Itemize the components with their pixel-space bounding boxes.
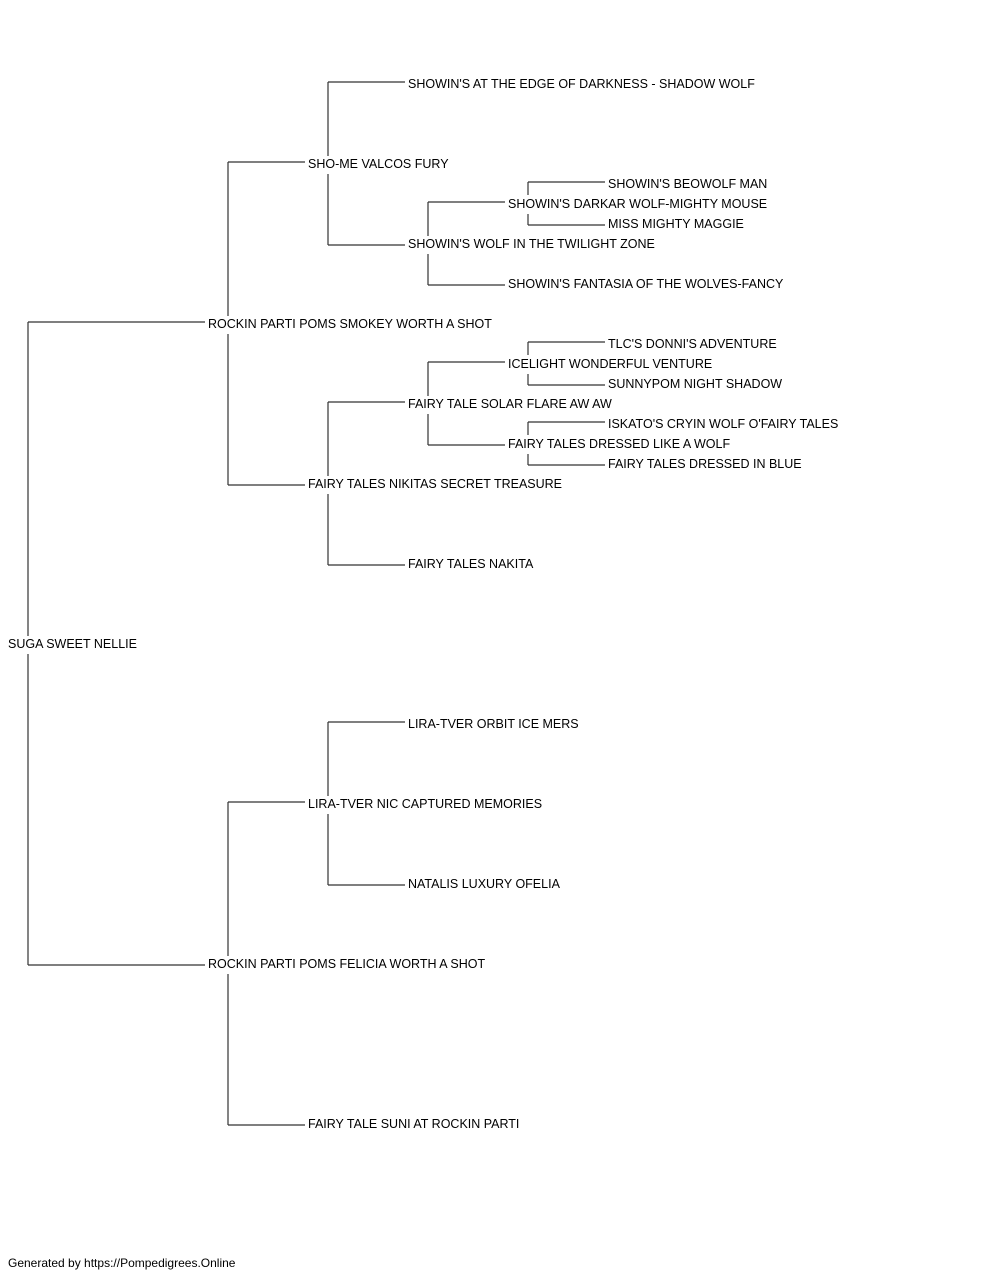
pedigree-gen4-4: FAIRY TALES DRESSED LIKE A WOLF: [508, 436, 733, 452]
pedigree-gen3-3: FAIRY TALE SOLAR FLARE AW AW: [408, 396, 614, 412]
pedigree-sire: ROCKIN PARTI POMS SMOKEY WORTH A SHOT: [208, 316, 494, 332]
pedigree-sire-sire: SHO-ME VALCOS FURY: [308, 156, 451, 172]
pedigree-sire-dam: FAIRY TALES NIKITAS SECRET TREASURE: [308, 476, 565, 492]
pedigree-gen4-1: SHOWIN'S DARKAR WOLF-MIGHTY MOUSE: [508, 196, 770, 212]
pedigree-dam-sire: LIRA-TVER NIC CAPTURED MEMORIES: [308, 796, 545, 812]
pedigree-gen5-6: FAIRY TALES DRESSED IN BLUE: [608, 456, 804, 472]
pedigree-gen3-2: SHOWIN'S WOLF IN THE TWILIGHT ZONE: [408, 236, 657, 252]
pedigree-gen5-5: ISKATO'S CRYIN WOLF O'FAIRY TALES: [608, 416, 841, 432]
pedigree-subject: SUGA SWEET NELLIE: [8, 636, 139, 652]
pedigree-dam: ROCKIN PARTI POMS FELICIA WORTH A SHOT: [208, 956, 488, 972]
pedigree-gen4-2: SHOWIN'S FANTASIA OF THE WOLVES-FANCY: [508, 276, 786, 292]
pedigree-gen3-6: NATALIS LUXURY OFELIA: [408, 876, 562, 892]
pedigree-gen3-4: FAIRY TALES NAKITA: [408, 556, 536, 572]
pedigree-gen4-3: ICELIGHT WONDERFUL VENTURE: [508, 356, 715, 372]
pedigree-gen5-1: SHOWIN'S BEOWOLF MAN: [608, 176, 770, 192]
pedigree-dam-dam: FAIRY TALE SUNI AT ROCKIN PARTI: [308, 1116, 522, 1132]
pedigree-gen5-2: MISS MIGHTY MAGGIE: [608, 216, 746, 232]
pedigree-gen3-5: LIRA-TVER ORBIT ICE MERS: [408, 716, 581, 732]
pedigree-gen3-1: SHOWIN'S AT THE EDGE OF DARKNESS - SHADO…: [408, 76, 757, 92]
pedigree-gen5-3: TLC'S DONNI'S ADVENTURE: [608, 336, 779, 352]
generated-by-footer: Generated by https://Pompedigrees.Online: [8, 1256, 236, 1270]
pedigree-gen5-4: SUNNYPOM NIGHT SHADOW: [608, 376, 785, 392]
